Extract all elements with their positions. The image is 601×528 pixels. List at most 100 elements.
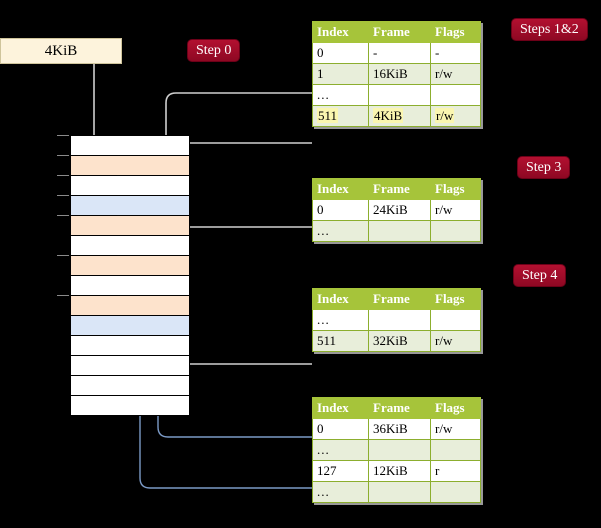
cell-frame: 36KiB [368, 418, 431, 440]
cell-frame: 16KiB [368, 63, 431, 85]
cell-frame: 4KiB [368, 105, 431, 127]
memory-tick-0 [57, 135, 69, 136]
ellipsis-marker: ... [317, 87, 330, 102]
cell-index: 127 [312, 460, 369, 482]
cell-index: 511 [312, 330, 369, 352]
memory-frame-9 [71, 315, 189, 335]
cell-flags [430, 481, 481, 503]
step-4-badge: Step 4 [514, 265, 566, 286]
memory-tick-1 [57, 155, 69, 156]
cell-flags [430, 439, 481, 461]
memory-tick-4 [57, 215, 69, 216]
step-3-badge: Step 3 [518, 157, 570, 178]
cell-index: ... [312, 84, 369, 106]
col-header-frame: Frame [368, 288, 431, 310]
table-row: ... [312, 84, 481, 106]
cell-index: 0 [312, 199, 369, 221]
cell-flags: r/w [430, 63, 481, 85]
step-0-badge: Step 0 [188, 40, 240, 61]
cell-index: 0 [312, 418, 369, 440]
cell-flags: r/w [430, 105, 481, 127]
physical-memory-column [70, 135, 190, 416]
memory-tick-6 [57, 255, 69, 256]
cell-frame: 24KiB [368, 199, 431, 221]
cell-index: ... [312, 481, 369, 503]
request-size-label: 4KiB [44, 42, 78, 59]
col-header-index: Index [312, 288, 369, 310]
memory-frame-11 [71, 355, 189, 375]
cell-index: ... [312, 220, 369, 242]
step-0-label: Step 0 [196, 42, 232, 58]
memory-tick-2 [57, 175, 69, 176]
cell-frame: 32KiB [368, 330, 431, 352]
ellipsis-marker: ... [317, 442, 330, 457]
memory-frame-7 [71, 275, 189, 295]
cell-flags: - [430, 42, 481, 64]
cell-flags: r/w [430, 330, 481, 352]
memory-frame-2 [71, 175, 189, 195]
cell-index: ... [312, 439, 369, 461]
steps-1-2-label: Steps 1&2 [520, 21, 579, 37]
memory-frame-8 [71, 295, 189, 315]
col-header-frame: Frame [368, 397, 431, 419]
col-header-flags: Flags [430, 397, 481, 419]
cell-index: ... [312, 309, 369, 331]
memory-frame-10 [71, 335, 189, 355]
cell-frame: - [368, 42, 431, 64]
step-3-label: Step 3 [526, 159, 562, 175]
cell-frame [368, 481, 431, 503]
ellipsis-marker: ... [317, 484, 330, 499]
wire-table2-to-frame [178, 226, 312, 253]
ellipsis-marker: ... [317, 223, 330, 238]
col-header-frame: Frame [368, 178, 431, 200]
table-row: ... [312, 220, 481, 242]
col-header-index: Index [312, 178, 369, 200]
table-row: ... [312, 439, 481, 461]
cell-flags: r [430, 460, 481, 482]
table-row: ... [312, 481, 481, 503]
memory-frame-6 [71, 255, 189, 275]
step-4-label: Step 4 [522, 267, 558, 283]
ellipsis-marker: ... [317, 312, 330, 327]
highlighted-value: r/w [435, 108, 455, 123]
table-row: 511 4KiB r/w [312, 105, 481, 127]
col-header-index: Index [312, 397, 369, 419]
memory-tick-8 [57, 295, 69, 296]
cell-flags [430, 309, 481, 331]
col-header-flags: Flags [430, 288, 481, 310]
cell-index: 511 [312, 105, 369, 127]
cell-frame [368, 439, 431, 461]
cell-frame [368, 84, 431, 106]
cell-frame [368, 309, 431, 331]
cell-frame: 12KiB [368, 460, 431, 482]
cell-flags: r/w [430, 199, 481, 221]
table-row: 0-- [312, 42, 481, 64]
cell-flags: r/w [430, 418, 481, 440]
cell-flags [430, 220, 481, 242]
highlighted-value: 4KiB [373, 108, 404, 123]
cell-index: 1 [312, 63, 369, 85]
memory-frame-12 [71, 375, 189, 395]
cell-index: 0 [312, 42, 369, 64]
memory-frame-0 [71, 135, 189, 155]
steps-1-2-badge: Steps 1&2 [512, 19, 587, 40]
memory-frame-1 [71, 155, 189, 175]
memory-frame-5 [71, 235, 189, 255]
memory-frame-3 [71, 195, 189, 215]
request-size-box: 4KiB [0, 38, 122, 64]
col-header-flags: Flags [430, 178, 481, 200]
memory-frame-13 [71, 395, 189, 415]
memory-frame-4 [71, 215, 189, 235]
